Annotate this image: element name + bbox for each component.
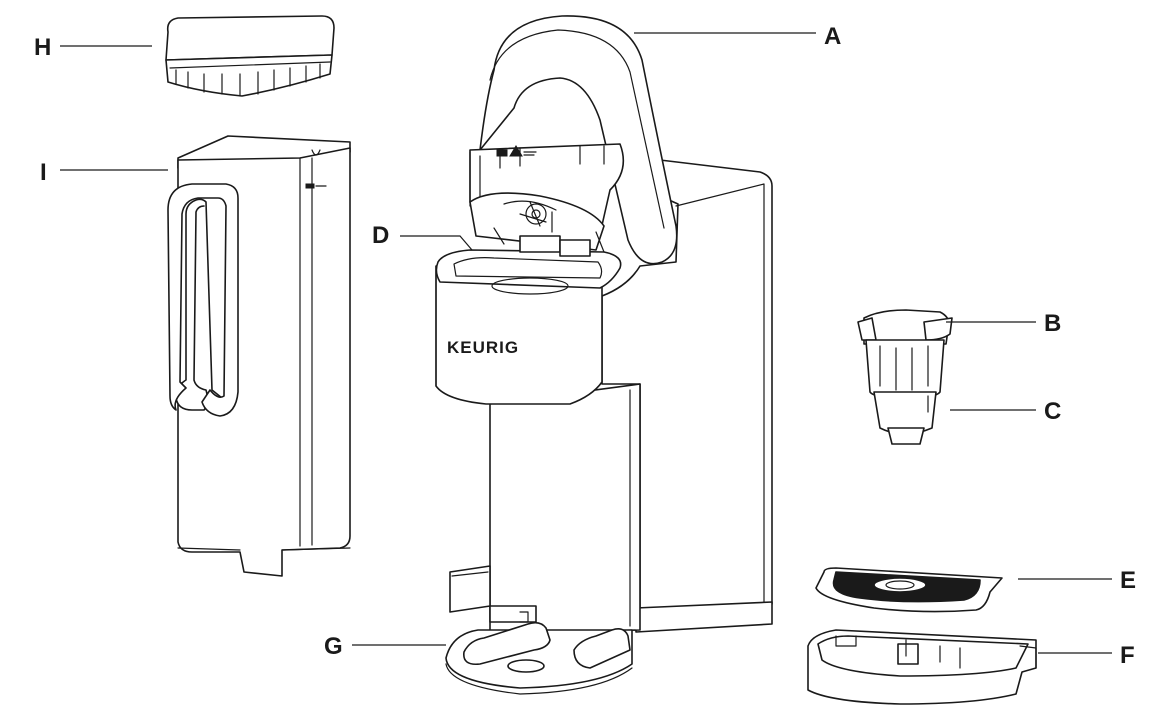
label-G: G <box>324 633 343 660</box>
water-reservoir <box>167 135 351 577</box>
leader-D <box>400 235 473 251</box>
part-labels: A B C D E F G H I <box>34 23 1136 669</box>
label-F: F <box>1120 642 1135 669</box>
label-E: E <box>1120 567 1136 594</box>
label-H: H <box>34 34 51 61</box>
label-B: B <box>1044 310 1061 337</box>
label-C: C <box>1044 398 1061 425</box>
coffee-maker-body: KEURIG <box>435 159 773 635</box>
label-D: D <box>372 222 389 249</box>
leader-lines <box>60 32 1112 654</box>
drip-tray-base <box>807 629 1037 705</box>
drip-tray-platform <box>445 621 633 695</box>
drip-tray-plate <box>815 567 1003 613</box>
reservoir-lid <box>165 15 335 97</box>
brand-logo: KEURIG <box>447 338 519 357</box>
reusable-coffee-filter <box>857 309 953 445</box>
brewer-lid-handle <box>469 15 678 265</box>
label-I: I <box>40 159 47 186</box>
label-A: A <box>824 23 841 50</box>
